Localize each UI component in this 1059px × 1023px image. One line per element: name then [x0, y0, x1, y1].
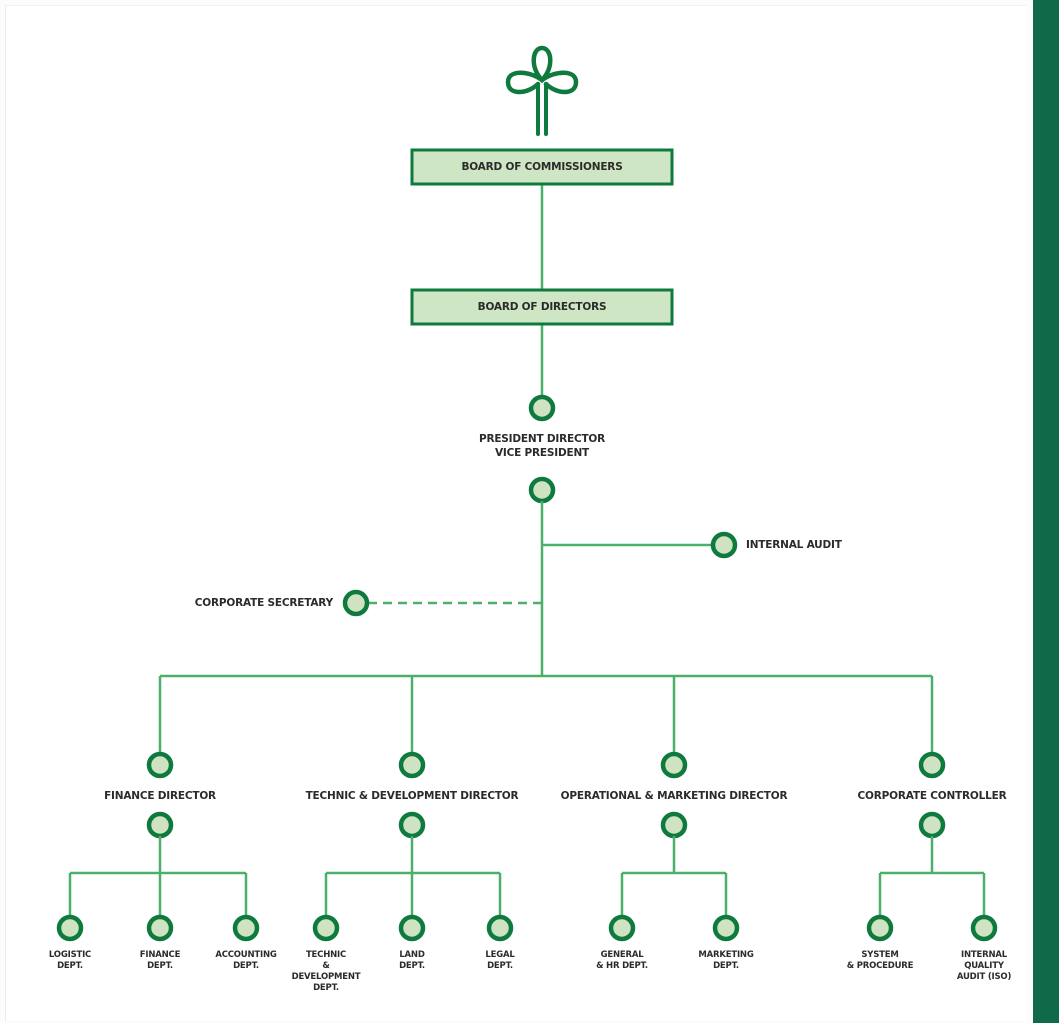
board-of-directors-box	[410, 288, 674, 326]
internal-audit-label: INTERNAL AUDIT	[746, 539, 842, 551]
president-director-label: PRESIDENT DIRECTOR	[478, 433, 606, 445]
department-label: DEVELOPMENT	[291, 972, 361, 982]
logo-stroke	[531, 45, 553, 84]
department-label: &	[322, 961, 330, 971]
department-label: FINANCE	[139, 950, 181, 960]
department-label: DEPT.	[147, 961, 173, 971]
side-color-band	[1033, 0, 1059, 1023]
board-of-commissioners-box-label: BOARD OF COMMISSIONERS	[461, 161, 623, 173]
internal-audit-node	[710, 531, 738, 559]
department-label: INTERNAL	[961, 950, 1007, 960]
president-bottom-node	[528, 476, 556, 504]
department-label: ACCOUNTING	[215, 950, 277, 960]
department-label: AUDIT (ISO)	[956, 972, 1012, 982]
department-label: LOGISTIC	[48, 950, 92, 960]
department-node	[970, 914, 998, 942]
director-bottom-node	[398, 811, 426, 839]
director-title-label: FINANCE DIRECTOR	[104, 790, 216, 802]
director-top-node	[918, 751, 946, 779]
department-label: DEPT.	[487, 961, 513, 971]
department-label: DEPT.	[233, 961, 259, 971]
department-node	[56, 914, 84, 942]
department-node	[312, 914, 340, 942]
department-label: TECHNIC	[305, 950, 347, 960]
department-node	[712, 914, 740, 942]
president-top-node	[528, 394, 556, 422]
department-label: DEPT.	[57, 961, 83, 971]
department-label: & PROCEDURE	[846, 961, 914, 971]
department-label: MARKETING	[698, 950, 754, 960]
vice-president-label: VICE PRESIDENT	[494, 447, 590, 459]
corporate-secretary-node	[342, 589, 370, 617]
department-label: QUALITY	[964, 961, 1004, 971]
director-top-node	[146, 751, 174, 779]
department-node	[486, 914, 514, 942]
director-bottom-node	[660, 811, 688, 839]
department-label: DEPT.	[713, 961, 739, 971]
department-node	[398, 914, 426, 942]
department-label: GENERAL	[600, 950, 644, 960]
director-title-label: CORPORATE CONTROLLER	[857, 790, 1007, 802]
director-top-node	[398, 751, 426, 779]
tree-sprout-logo	[505, 45, 579, 136]
director-bottom-node	[146, 811, 174, 839]
department-label: DEPT.	[313, 983, 339, 993]
department-label: LAND	[399, 950, 425, 960]
corporate-secretary-label: CORPORATE SECRETARY	[194, 597, 333, 609]
department-label: & HR DEPT.	[596, 961, 648, 971]
department-node	[608, 914, 636, 942]
logo-stroke	[539, 70, 579, 95]
director-title-label: TECHNIC & DEVELOPMENT DIRECTOR	[305, 790, 519, 802]
director-title-label: OPERATIONAL & MARKETING DIRECTOR	[560, 790, 788, 802]
department-label: LEGAL	[485, 950, 515, 960]
department-node	[866, 914, 894, 942]
director-bottom-node	[918, 811, 946, 839]
director-top-node	[660, 751, 688, 779]
department-node	[232, 914, 260, 942]
department-node	[146, 914, 174, 942]
board-of-directors-box-label: BOARD OF DIRECTORS	[477, 301, 607, 313]
logo-stroke	[505, 70, 545, 95]
department-label: SYSTEM	[861, 950, 899, 960]
department-label: DEPT.	[399, 961, 425, 971]
board-of-commissioners-box	[410, 148, 674, 186]
